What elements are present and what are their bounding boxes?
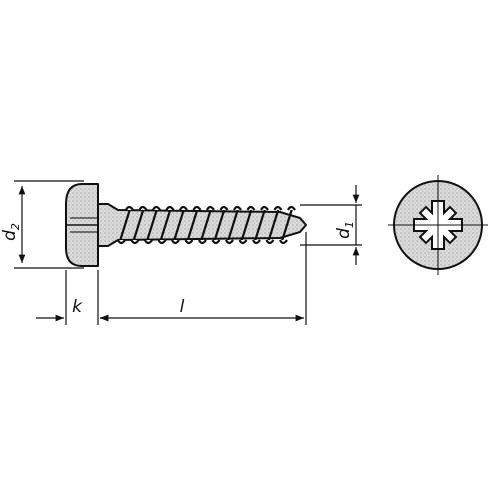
thread-tooth-top: [260, 205, 269, 211]
thread-crest: [186, 208, 199, 242]
thread-tooth-top: [138, 205, 148, 211]
thread-tooth-bottom: [157, 239, 167, 245]
thread-crest: [226, 208, 240, 242]
thread-crest: [253, 208, 267, 242]
thread-crest: [213, 208, 226, 242]
d2-label: d2: [0, 223, 22, 241]
screw-head-top-view: [388, 175, 488, 275]
thread-tooth-bottom: [279, 239, 288, 245]
thread-tooth-top: [192, 205, 202, 211]
d1-label: d1: [334, 221, 356, 239]
dimension-lines: [14, 180, 362, 325]
thread-tooth-bottom: [130, 239, 140, 245]
thread-crest: [159, 208, 172, 242]
thread-crest: [172, 208, 186, 242]
thread-tooth-bottom: [265, 239, 275, 245]
k-label: k: [72, 297, 83, 317]
thread-tooth-bottom: [198, 239, 207, 245]
thread-tooth-top: [179, 205, 188, 211]
thread-tooth-bottom: [171, 239, 180, 245]
thread-tooth-top: [233, 205, 242, 211]
thread-tooth-top: [287, 205, 296, 211]
thread-tooth-bottom: [184, 239, 194, 245]
screw-shank: [97, 203, 307, 247]
thread-tooth-bottom: [252, 239, 261, 245]
thread-crest: [240, 208, 253, 242]
thread-tooth-top: [219, 205, 229, 211]
thread-crest: [145, 208, 159, 242]
thread-tooth-top: [152, 205, 161, 211]
thread-crest: [132, 208, 145, 242]
screw-threads: [117, 205, 296, 245]
thread-tooth-bottom: [225, 239, 234, 245]
screw-side-view: [65, 183, 307, 267]
thread-tooth-top: [246, 205, 256, 211]
thread-crest: [267, 208, 280, 242]
thread-tooth-bottom: [238, 239, 248, 245]
thread-crest: [199, 208, 213, 242]
thread-tooth-bottom: [117, 239, 126, 245]
thread-tooth-top: [165, 205, 175, 211]
l-label: l: [180, 297, 185, 317]
thread-crest: [280, 208, 294, 242]
thread-tooth-top: [273, 205, 283, 211]
thread-crest: [118, 208, 132, 242]
thread-tooth-top: [206, 205, 215, 211]
thread-tooth-bottom: [211, 239, 221, 245]
thread-tooth-bottom: [144, 239, 153, 245]
thread-tooth-top: [125, 205, 134, 211]
